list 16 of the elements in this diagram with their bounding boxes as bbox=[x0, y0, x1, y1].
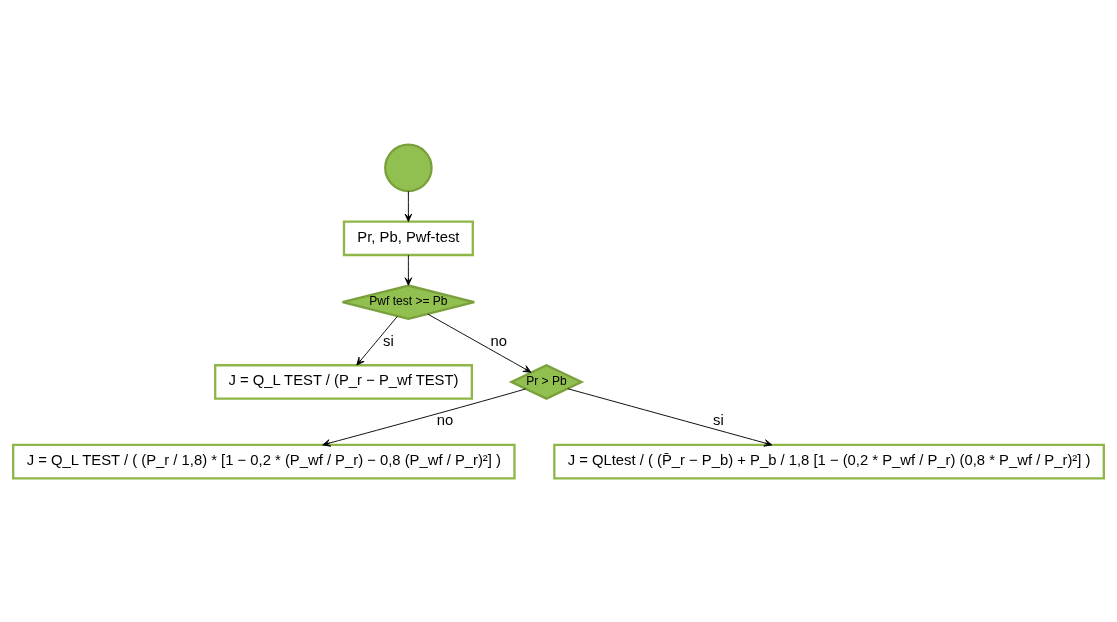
node-box: J = Q_L TEST / (P_r − P_wf TEST) bbox=[214, 363, 474, 400]
edge-label: si bbox=[712, 411, 724, 428]
arrow bbox=[322, 387, 527, 447]
arrow bbox=[567, 387, 773, 447]
arrow bbox=[427, 313, 532, 373]
node-box: J = QLtest / ( (P̄_r − P_b) + P_b / 1,8 [1 − (0,2 * P_wf / P_r) (0,8 * P_wf / P_r)²] ) bbox=[553, 443, 1105, 479]
node-box: J = Q_L TEST / ( (P_r / 1,8) * [1 − 0,2 * (P_wf / P_r) − 0,8 (P_wf / P_r)²] ) bbox=[12, 443, 516, 479]
node-diamond: Pwf test >= Pb bbox=[341, 283, 476, 320]
arrow bbox=[404, 190, 413, 222]
node-circle bbox=[384, 143, 433, 192]
arrow bbox=[356, 315, 398, 365]
arrow bbox=[404, 254, 413, 286]
edge-label: no bbox=[490, 332, 507, 349]
edge-label: no bbox=[436, 411, 454, 428]
edge-label: si bbox=[383, 332, 394, 349]
node-box: Pr, Pb, Pwf-test bbox=[342, 219, 474, 256]
